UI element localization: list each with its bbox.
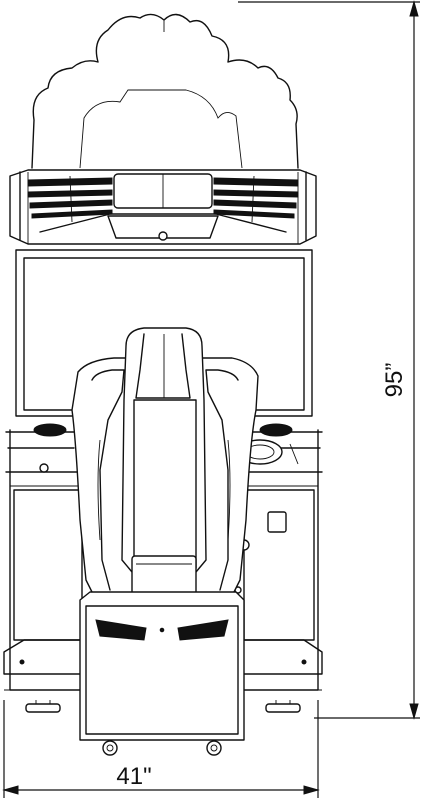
left-speaker-grille (27, 175, 113, 223)
racing-seat (71, 327, 259, 601)
width-dimension: 41" (2, 700, 320, 798)
marquee-topper (31, 13, 299, 169)
lock-icon (158, 231, 168, 241)
start-button (39, 463, 49, 473)
right-speaker-grille (213, 175, 299, 223)
caster-left (102, 740, 118, 756)
left-speaker (33, 423, 67, 437)
width-label: 41" (116, 763, 151, 790)
coin-door (267, 511, 287, 533)
caster-right (206, 740, 222, 756)
header-panel (9, 169, 317, 251)
height-label: 95” (381, 363, 408, 398)
height-dimension: 95” (238, 0, 420, 720)
leveler-feet (25, 700, 301, 713)
seat-base (79, 591, 245, 756)
right-speaker (259, 423, 293, 437)
